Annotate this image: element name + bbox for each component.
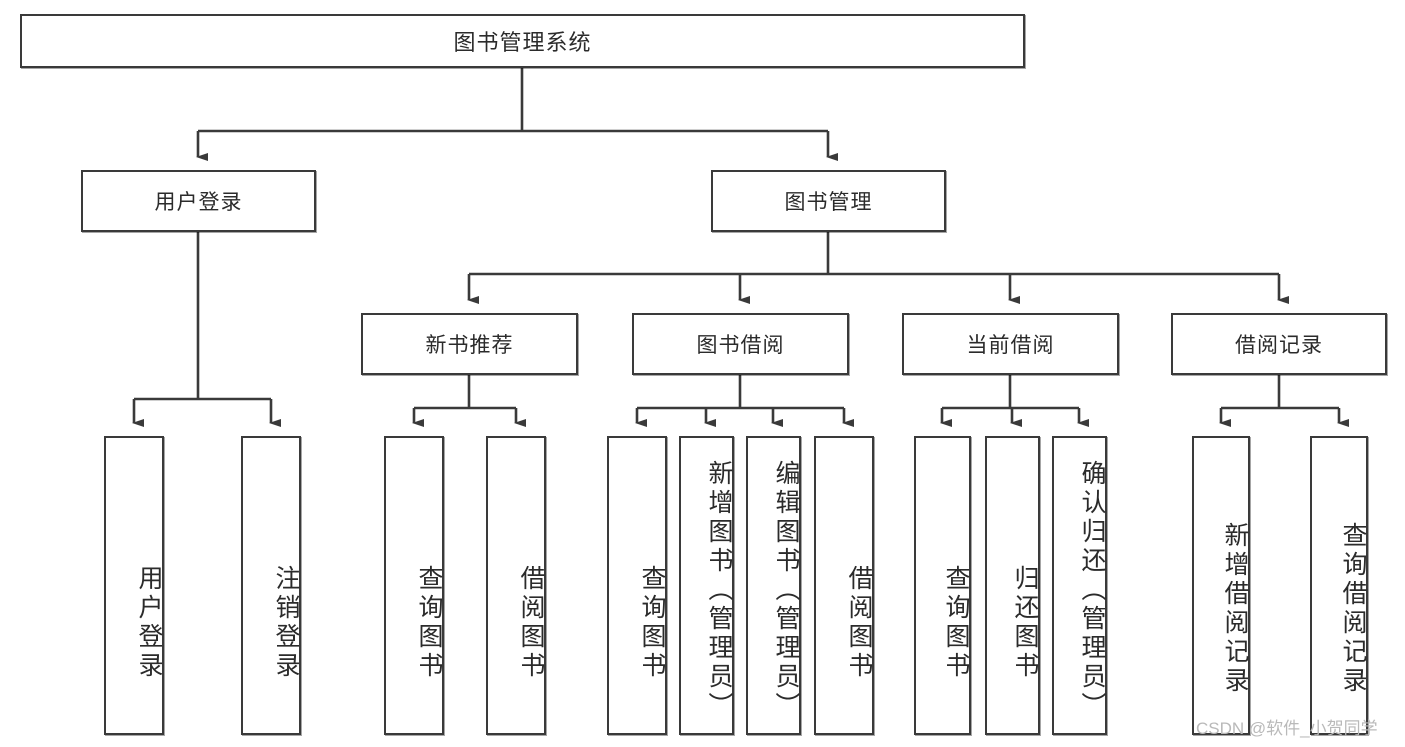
node-leaf-2[interactable]: 查询图书: [384, 436, 444, 735]
node-leaf-5[interactable]: 新增图书（管理员）: [679, 436, 734, 735]
node-leaf-6[interactable]: 编辑图书（管理员）: [746, 436, 801, 735]
node-leaf-12[interactable]: 查询借阅记录: [1310, 436, 1368, 735]
node-leaf-3[interactable]: 借阅图书: [486, 436, 546, 735]
node-level2-1[interactable]: 图书管理: [711, 170, 946, 232]
node-level3-3[interactable]: 借阅记录: [1171, 313, 1387, 375]
node-leaf-8[interactable]: 查询图书: [914, 436, 971, 735]
node-leaf-1[interactable]: 注销登录: [241, 436, 301, 735]
node-level3-2[interactable]: 当前借阅: [902, 313, 1119, 375]
node-leaf-4[interactable]: 查询图书: [607, 436, 667, 735]
node-root-library-management-system[interactable]: 图书管理系统: [20, 14, 1025, 68]
watermark-text: CSDN @软件_小贺同学: [1196, 719, 1378, 738]
node-leaf-0[interactable]: 用户登录: [104, 436, 164, 735]
node-leaf-11[interactable]: 新增借阅记录: [1192, 436, 1250, 735]
node-leaf-10[interactable]: 确认归还（管理员）: [1052, 436, 1107, 735]
node-level3-0[interactable]: 新书推荐: [361, 313, 578, 375]
node-level3-1[interactable]: 图书借阅: [632, 313, 849, 375]
node-leaf-7[interactable]: 借阅图书: [814, 436, 874, 735]
node-leaf-9[interactable]: 归还图书: [985, 436, 1040, 735]
node-level2-0[interactable]: 用户登录: [81, 170, 316, 232]
